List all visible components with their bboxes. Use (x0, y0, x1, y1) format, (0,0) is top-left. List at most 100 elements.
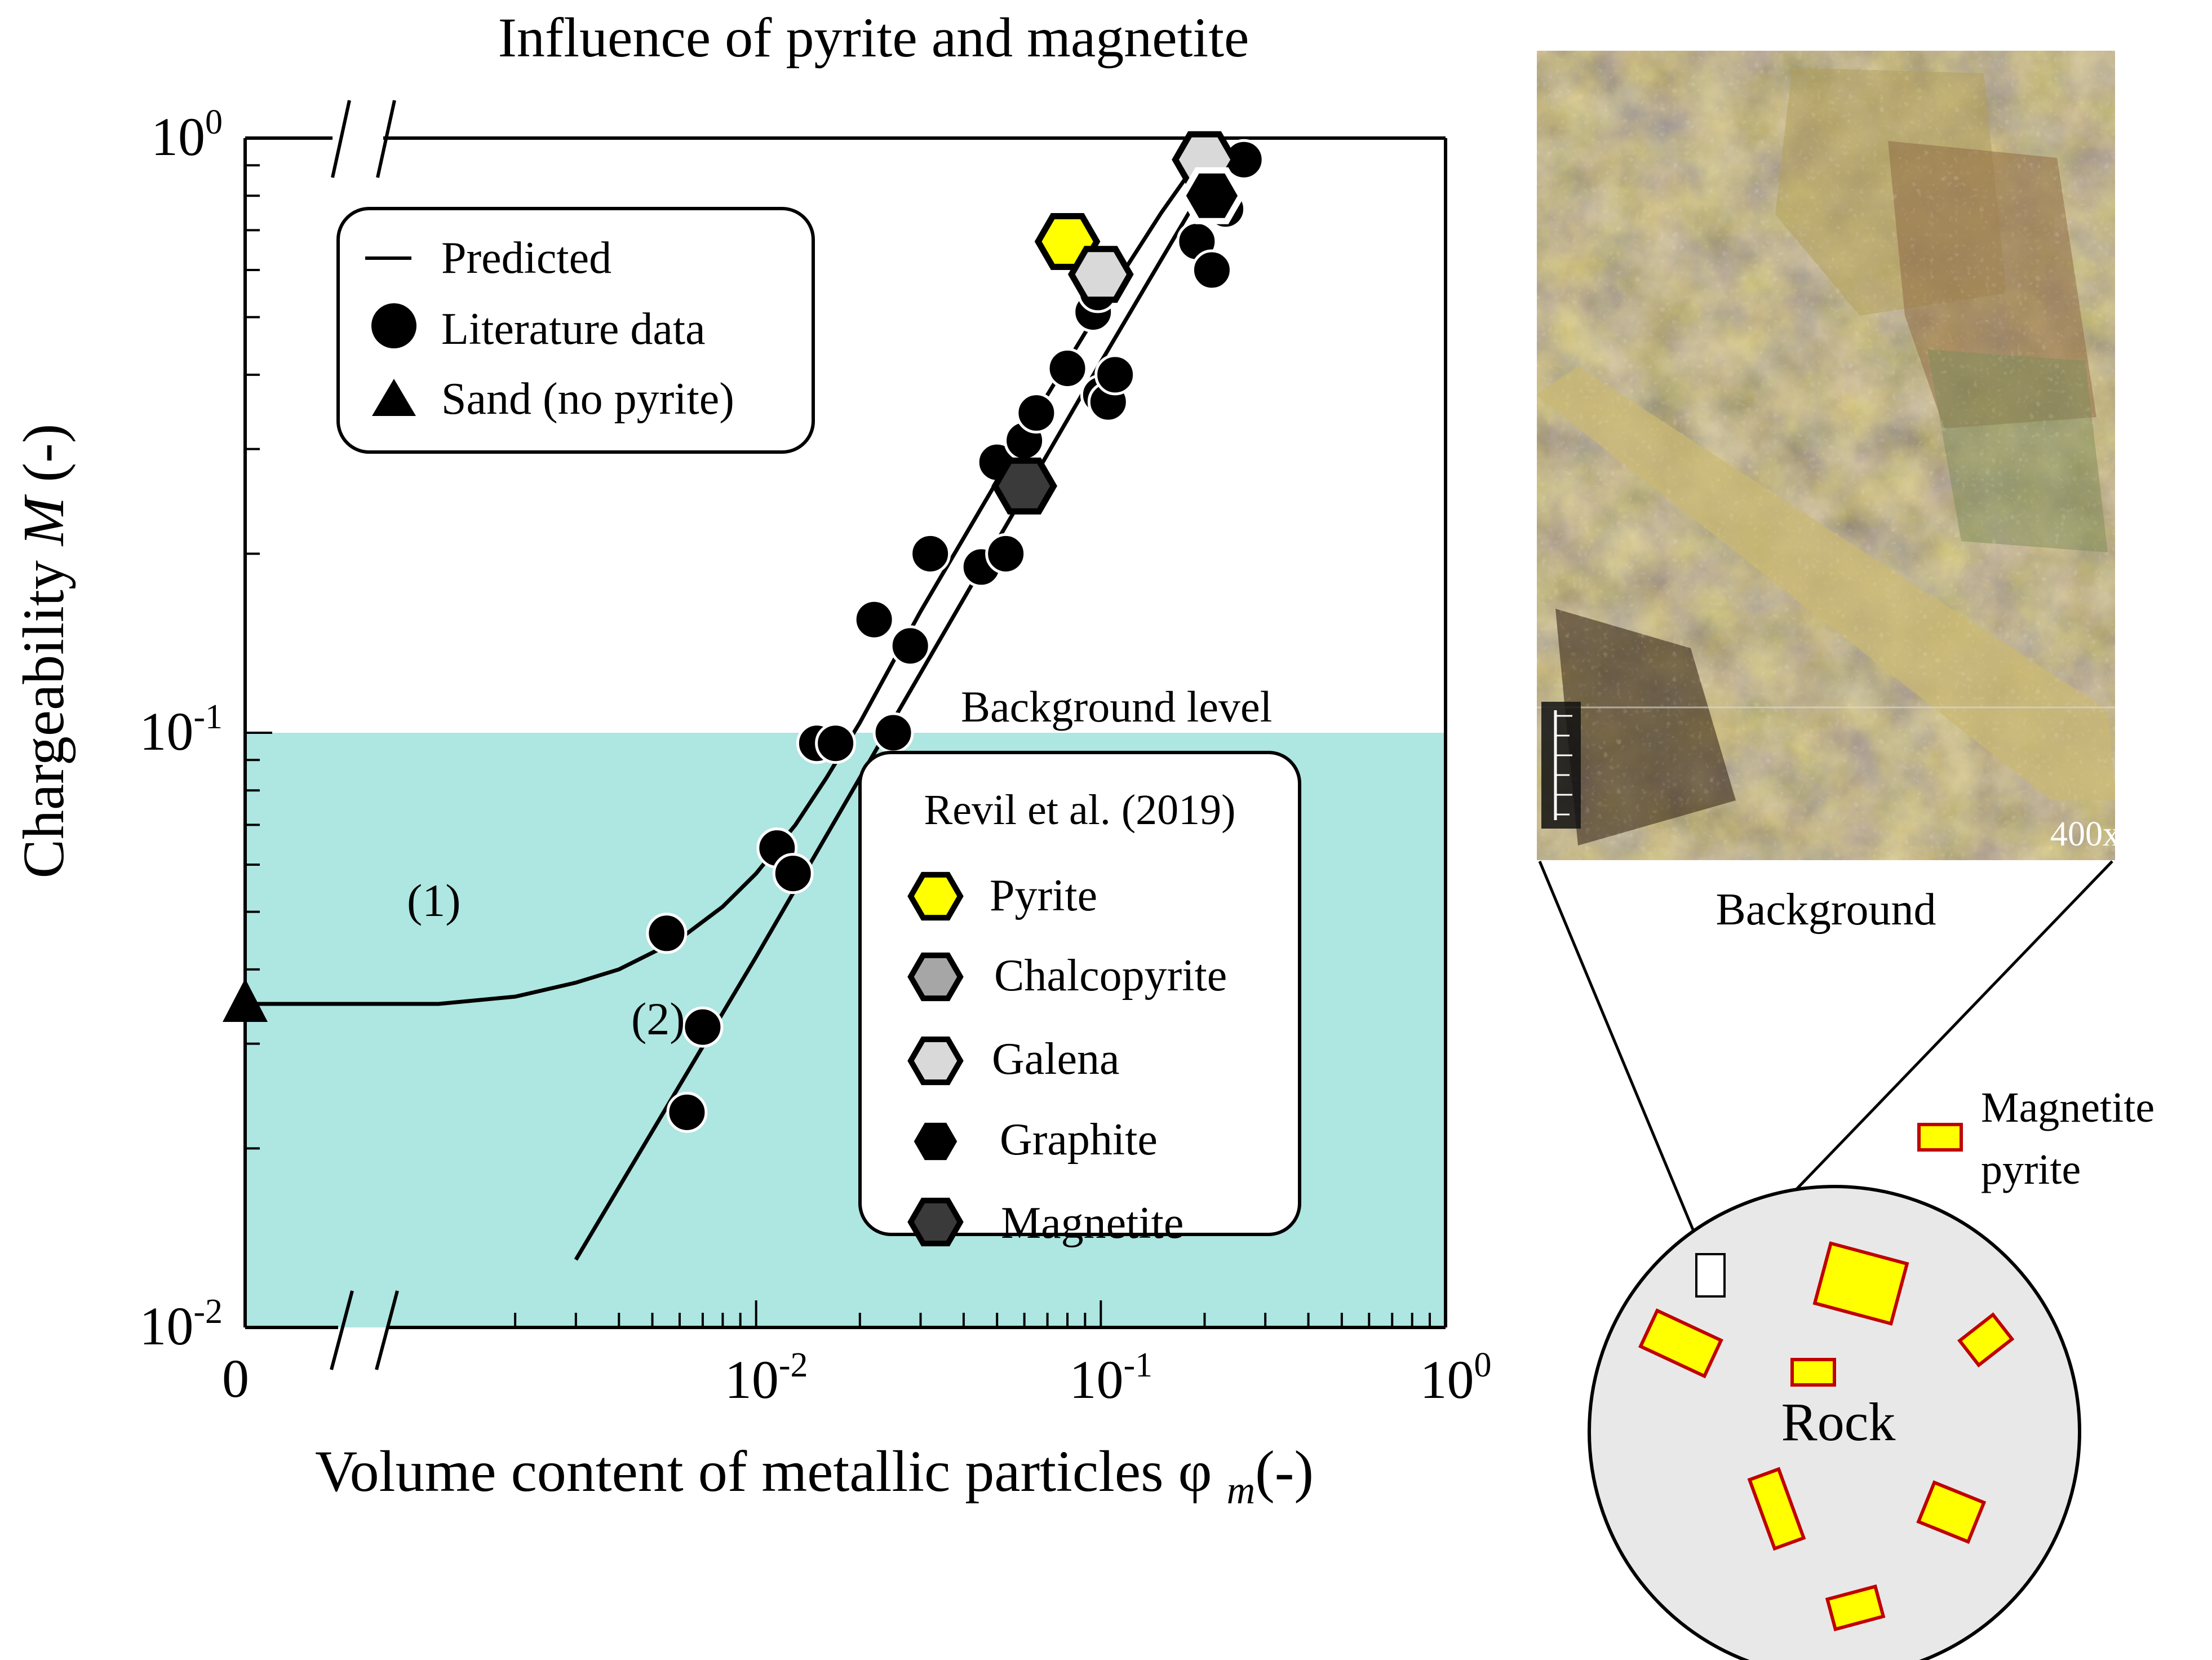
axis-break-mark (330, 1290, 354, 1370)
y-axis-label-symbol: M (11, 494, 76, 547)
literature-data-point (815, 723, 857, 764)
literature-data-point (682, 1006, 724, 1048)
x-axis-label-unit: (-) (1255, 1439, 1314, 1504)
legend-revil-label-pyrite: Pyrite (990, 871, 1097, 920)
legend-hex-galena (907, 1036, 964, 1086)
rock-inclusion (1957, 1312, 2015, 1368)
x-tick-label-exponent: -2 (779, 1346, 808, 1384)
legend-main: Predicted Literature data Sand (no pyrit… (336, 207, 815, 454)
x-tick-label-exponent: -1 (1124, 1346, 1153, 1384)
micrograph-panel: 400x Background (1535, 48, 2120, 935)
curve-label-2: (2) (631, 993, 685, 1044)
literature-points (223, 139, 1265, 1133)
scale-bar (1541, 702, 1581, 829)
literature-data-point (985, 533, 1027, 574)
legend-hex-graphite (907, 1117, 964, 1166)
literature-data-point (889, 625, 931, 667)
x-axis-label-subscript: m (1227, 1469, 1256, 1512)
rock-label: Rock (1781, 1392, 1896, 1452)
y-tick-label-mantissa: 10 (139, 701, 193, 762)
legend-label-predicted: Predicted (441, 233, 611, 283)
literature-data-point (646, 913, 688, 954)
revil-points (991, 131, 1245, 515)
literature-data-point (666, 1091, 708, 1133)
inclusion-legend-swatch (1917, 1123, 1963, 1152)
figure-title: Influence of pyrite and magnetite (498, 6, 1249, 69)
legend-label-literature: Literature data (441, 304, 706, 354)
axis-break-mark (375, 1290, 399, 1370)
micrograph-grain (1536, 50, 2116, 861)
axis-break-mark (376, 100, 396, 178)
legend-revil-title: Revil et al. (2019) (924, 786, 1236, 834)
rock-inclusion (1790, 1358, 1836, 1387)
legend-label-sand: Sand (no pyrite) (441, 374, 734, 424)
legend-main-box (336, 207, 815, 454)
inclusion-label-line2: pyrite (1981, 1146, 2081, 1193)
legend-triangle-marker (372, 379, 416, 416)
x-tick-label-mantissa: 10 (1420, 1349, 1474, 1410)
revil-point-galena (1067, 246, 1134, 303)
y-axis-label: Chargeability M (-) (11, 424, 76, 879)
x-axis-label: Volume content of metallic particles φ m… (315, 1439, 1314, 1512)
y-tick-label-mantissa: 10 (151, 107, 205, 167)
x-tick-label-mantissa: 10 (725, 1349, 779, 1410)
legend-hex-pyrite (907, 871, 964, 921)
literature-data-point (910, 533, 951, 574)
zoom-line-left (1538, 861, 1706, 1259)
y-tick-label-exponent: -2 (193, 1292, 223, 1331)
legend-hex-chalcopyrite (907, 952, 964, 1002)
literature-data-point (1016, 392, 1057, 434)
y-tick-label: 10-2 (139, 1292, 223, 1356)
x-tick-label-mantissa: 10 (1070, 1349, 1124, 1410)
literature-data-point (853, 599, 895, 640)
revil-point-magnetite (991, 457, 1057, 515)
legend-revil: Revil et al. (2019) Pyrite Chalcopyrite … (858, 751, 1301, 1248)
inclusion-label-line1: Magnetite (1981, 1084, 2155, 1131)
x-tick-label: 10-1 (1070, 1346, 1153, 1410)
y-axis-label-unit: (-) (11, 424, 76, 497)
background-level-label: Background level (961, 682, 1272, 731)
sand-data-point (223, 979, 268, 1022)
plot-frame (243, 100, 1447, 1370)
rock-inclusion (1916, 1480, 1987, 1544)
x-tick-label-exponent: 0 (1474, 1346, 1492, 1384)
rock-inclusion (1812, 1241, 1909, 1326)
legend-revil-label-chalcopyrite: Chalcopyrite (994, 951, 1227, 1001)
legend-hex-magnetite (907, 1197, 964, 1247)
legend-revil-label-magnetite: Magnetite (1001, 1198, 1183, 1248)
rock-inclusion (1825, 1584, 1886, 1632)
y-tick-label-exponent: -1 (193, 698, 223, 736)
legend-revil-label-graphite: Graphite (1000, 1115, 1158, 1165)
literature-data-point (1047, 348, 1088, 389)
curve-label-1: (1) (407, 875, 461, 926)
x-tick-label: 10-2 (725, 1346, 808, 1410)
y-tick-label: 100 (151, 103, 223, 167)
rock-inclusion (1638, 1308, 1723, 1379)
revil-point-graphite (1179, 167, 1245, 224)
axis-ticks (245, 164, 1447, 1327)
y-tick-label: 10-1 (139, 698, 223, 762)
x-origin-label: 0 (222, 1348, 249, 1409)
micrograph-frame (1535, 48, 2117, 862)
x-axis-label-text: Volume content of metallic particles φ (315, 1439, 1212, 1504)
literature-data-point (1094, 354, 1136, 396)
y-axis-label-text: Chargeability (11, 546, 76, 878)
legend-circle-marker (371, 303, 416, 348)
rock-diagram: Rock Magnetite pyrite (1588, 1084, 2155, 1660)
magnification-label: 400x (2050, 815, 2120, 853)
y-tick-label-mantissa: 10 (139, 1296, 193, 1356)
axis-break-mark (331, 100, 351, 178)
legend-revil-label-galena: Galena (992, 1034, 1120, 1084)
x-tick-label: 100 (1420, 1346, 1492, 1410)
legend-revil-markers (907, 871, 964, 1247)
literature-data-point (772, 853, 814, 895)
rock-circle (1588, 1185, 2081, 1660)
predicted-curve-2 (574, 185, 1207, 1261)
literature-data-point (872, 712, 914, 754)
literature-data-point (1191, 249, 1233, 291)
rock-inclusion (1747, 1467, 1806, 1551)
micrograph-caption: Background (1715, 885, 1936, 935)
sample-window (1695, 1253, 1726, 1298)
